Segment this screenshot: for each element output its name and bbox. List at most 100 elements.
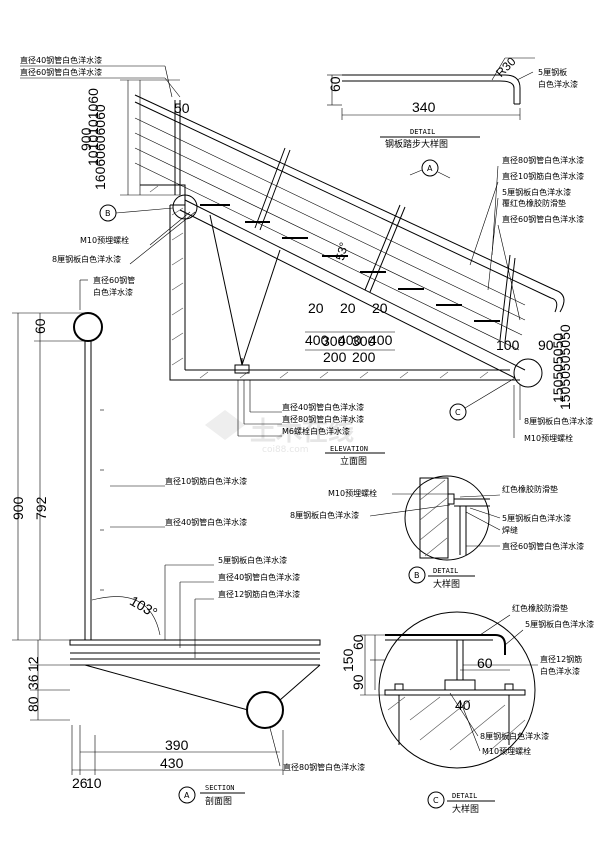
detail-c-dim-60b: 60 [477,655,493,671]
detail-b-label-6: 直径60钢管白色洋水漆 [502,541,584,551]
elev-title-en: ELEVATION [330,445,368,453]
detail-b-title-en: DETAIL [433,567,458,575]
section-dim-12: 12 [25,656,41,672]
elev-right-dim-stack2: 15050505050 [557,324,573,410]
label-plate-paint: 白色洋水漆 [538,79,578,89]
detail-b-circle [404,475,490,561]
elev-left-label-2: 直径60钢管白色洋水漆 [20,67,102,77]
elev-dim-200b: 200 [352,349,376,365]
tread-title-cn: 钢板踏步大样图 [385,138,448,150]
elev-marker-c: C [455,408,461,417]
detail-b-label-5: 焊缝 [502,525,518,535]
section-label-4: 直径40钢管白色洋水漆 [218,572,300,582]
detail-b-marker-circle [408,566,426,584]
detail-b-label-4: 5厘钢板白色洋水漆 [502,513,571,523]
detail-c-marker-circle [427,791,445,809]
watermark-site: coi88.com [262,445,309,455]
detail-b: M10预埋螺栓 红色橡胶防滑垫 8厘钢板白色洋水漆 5厘钢板白色洋水漆 焊缝 直… [290,475,584,590]
elev-dim-300a: 300 [322,333,346,349]
detail-c-marker: C [433,796,439,805]
section-pipe80 [246,691,284,729]
detail-c-title-cn: 大样图 [452,803,479,815]
marker-c-circle [449,403,467,421]
elev-dim-400c: 400 [369,332,393,348]
section-dim-bottom: 26 [72,775,88,791]
detail-c-label-4: 白色洋水漆 [540,666,580,676]
detail-b-title-cn: 大样图 [433,578,460,590]
elev-left-label-1: 直径40钢管白色洋水漆 [20,55,102,65]
elev-bottom-label-1: 直径40钢管白色洋水漆 [282,402,364,412]
elev-right-label-4: 覆红色橡胶防滑垫 [502,198,566,208]
elev-dim-stack: 1010101060 [85,88,101,166]
section-label-1: 直径10钢筋白色洋水漆 [165,476,247,486]
detail-c-label-6: M10预埋螺栓 [482,746,531,756]
section-label-5: 直径12钢筋白色洋水漆 [218,589,300,599]
elev-angle: 53° [333,241,351,262]
elev-bottom-label-3: M6螺栓白色洋水漆 [282,426,350,436]
section-label-3: 5厘钢板白色洋水漆 [218,555,287,565]
elev-bottom-label-2: 直径80钢管白色洋水漆 [282,414,364,424]
marker-a-circle [421,159,439,177]
detail-c-label-5: 8厘钢板白色洋水漆 [480,731,549,741]
detail-c-callout [513,358,543,388]
elev-dim-400a: 400 [305,332,329,348]
elev-dim-20a: 20 [308,300,324,316]
detail-b-label-1: M10预埋螺栓 [328,488,377,498]
section-marker: A [184,791,190,800]
section-dim-36: 36 [25,674,41,690]
elev-dim-90: 90 [538,337,554,353]
section-title-cn: 剖面图 [205,795,232,807]
section-dim-900: 900 [10,496,26,520]
section-dim-792: 792 [33,496,49,520]
section-title-en: SECTION [205,784,235,792]
detail-b-label-2: 红色橡胶防滑垫 [502,484,558,494]
elev-dim-300b: 300 [352,333,376,349]
section-dim-60: 60 [32,318,48,334]
detail-b-label-3: 8厘钢板白色洋水漆 [290,510,359,520]
detail-c-circle [378,611,536,769]
elev-dim-100: 100 [496,337,520,353]
elev-label-plate8: 8厘钢板白色洋水漆 [52,254,121,264]
section-pipe60 [73,312,103,342]
elevation-view: 直径40钢管白色洋水漆 直径60钢管白色洋水漆 900 1010101060 1… [20,55,593,467]
section-marker-circle [178,786,196,804]
elev-dim-200a: 200 [323,349,347,365]
section-dim-390: 390 [165,737,189,753]
elev-right-label-1: 直径80钢管白色洋水漆 [502,155,584,165]
elev-dim-20b: 20 [340,300,356,316]
elev-dim-900: 900 [78,127,94,151]
elev-right-label-2: 直径10钢筋白色洋水漆 [502,171,584,181]
section-label-pipe60: 直径60钢管 [93,275,135,285]
detail-c-label-1: 红色橡胶防滑垫 [512,603,568,613]
tread-title-en: DETAIL [410,128,435,136]
elev-hatch [149,185,489,379]
detail-c-label-3: 直径12钢筋 [540,654,582,664]
elev-label-plate8-right: 8厘钢板白色洋水漆 [524,416,593,426]
elev-right-dim-stack: 150505050 [550,333,566,403]
dim-length: 340 [412,99,436,115]
detail-c-dim-90: 90 [350,674,366,690]
detail-c: 150 90 60 60 40 红色橡胶防滑垫 5厘钢板白色洋水漆 直径12钢筋… [340,603,594,815]
section-label-pipe80: 直径80钢管白色洋水漆 [283,762,365,772]
detail-c-dim-40: 40 [455,697,471,713]
detail-b-marker: B [414,571,420,580]
section-label-pipe60-paint: 白色洋水漆 [93,287,133,297]
elev-right-label-5: 直径60钢管白色洋水漆 [502,214,584,224]
elev-dim-50: 50 [174,100,190,116]
section-dim-80: 80 [25,696,41,712]
section-angle: 103° [127,592,160,620]
label-plate: 5厘钢板 [538,67,567,77]
section-dim-bottom2: 10 [86,775,102,791]
section-dim-430: 430 [160,755,184,771]
elev-marker-b: B [105,209,111,218]
dim-thickness: 60 [327,76,343,92]
section-view: 直径60钢管 白色洋水漆 60 900 792 直径10钢筋白色洋水漆 直径40… [10,275,365,807]
elev-marker-a: A [427,164,433,173]
elev-dim-20c: 20 [372,300,388,316]
elev-label-bolt-right: M10预埋螺栓 [524,433,573,443]
detail-b-callout [172,194,198,220]
elev-label-bolt: M10预埋螺栓 [80,235,129,245]
elev-title-cn: 立面图 [340,455,367,467]
detail-c-dim-150: 150 [340,648,356,672]
